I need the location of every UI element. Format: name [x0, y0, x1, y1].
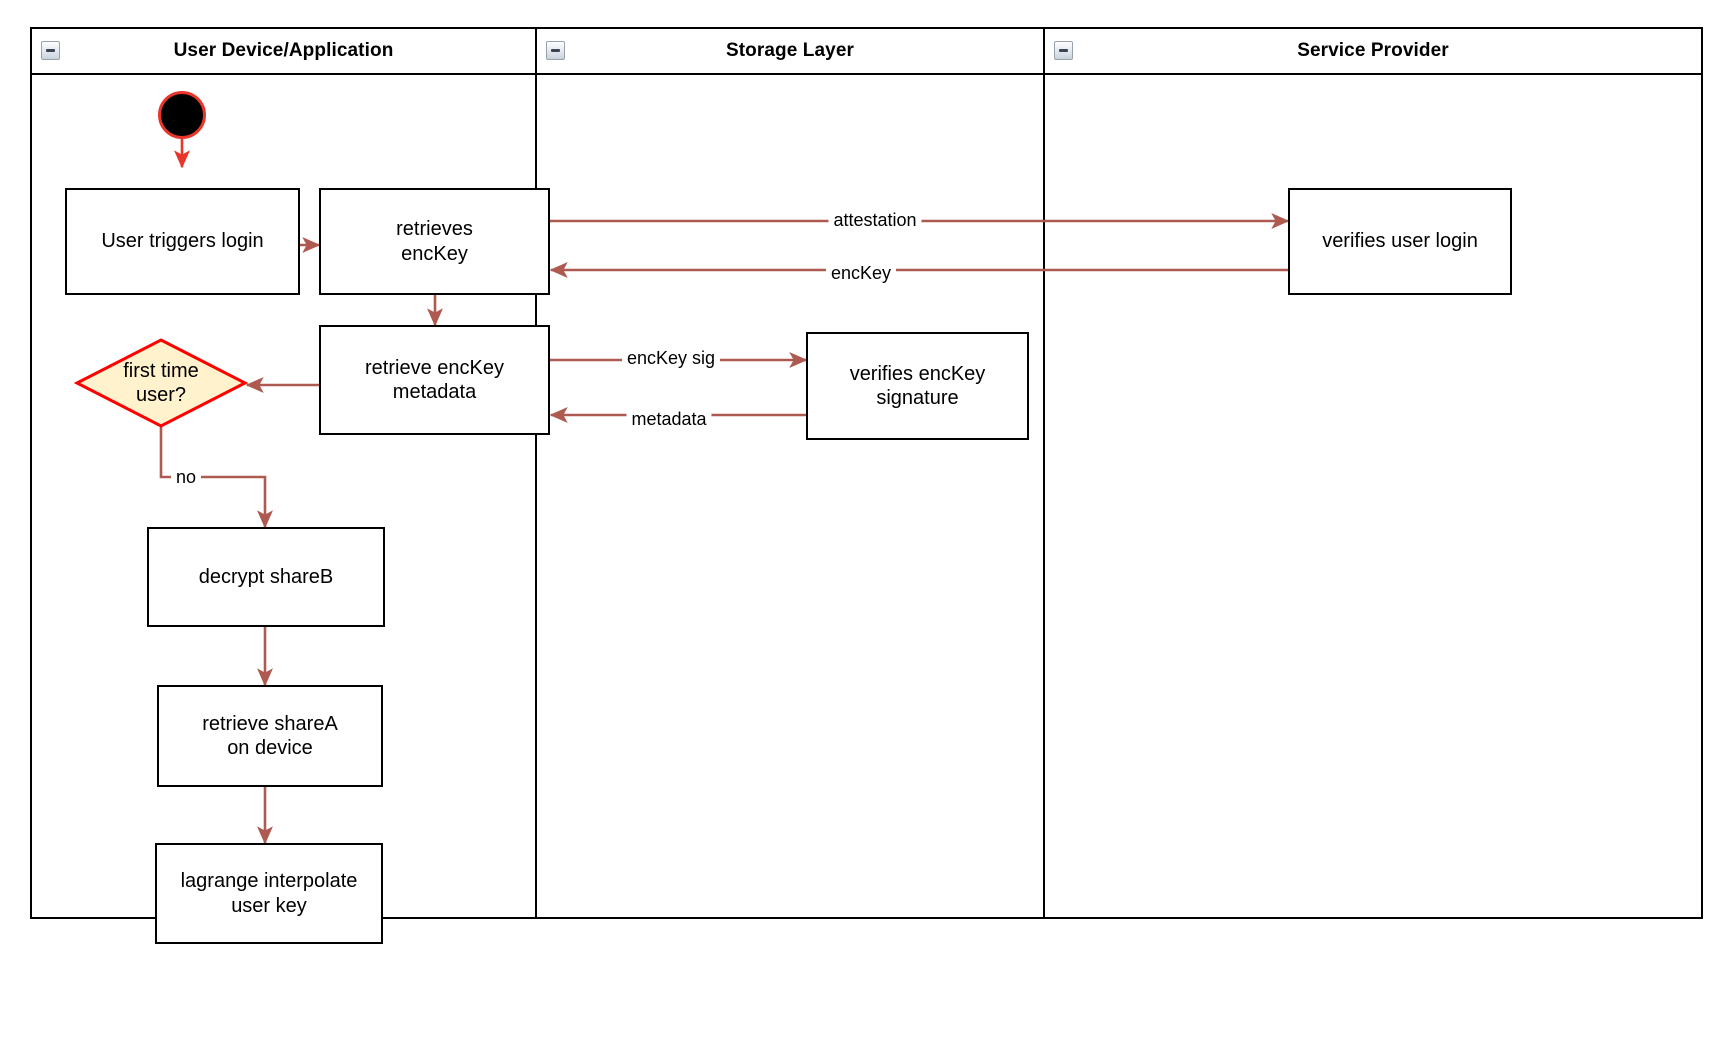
edge-label-enckey-sig: encKey sig	[621, 348, 721, 369]
collapse-minus-icon[interactable]	[546, 41, 565, 60]
lane-divider-2	[1043, 29, 1045, 917]
activity-verifies-user-login[interactable]: verifies user login	[1288, 188, 1512, 295]
edge-label-enckey: encKey	[825, 263, 897, 284]
lane-title-user-device: User Device/Application	[173, 40, 394, 61]
lane-header-storage-layer[interactable]: Storage Layer	[537, 29, 1043, 75]
activity-retrieve-sharea-on-device[interactable]: retrieve shareA on device	[157, 685, 383, 787]
decision-first-time-user[interactable]: first time user?	[73, 338, 249, 428]
lane-title-service-provider: Service Provider	[1297, 40, 1449, 61]
activity-user-triggers-login[interactable]: User triggers login	[65, 188, 300, 295]
activity-lagrange-interpolate-user-key[interactable]: lagrange interpolate user key	[155, 843, 383, 944]
initial-node[interactable]	[158, 91, 206, 139]
activity-verifies-enckey-signature[interactable]: verifies encKey signature	[806, 332, 1029, 440]
minus-glyph	[551, 49, 560, 52]
edge-label-no: no	[170, 467, 202, 488]
minus-glyph	[1059, 49, 1068, 52]
lane-divider-1	[535, 29, 537, 917]
decision-shape	[73, 338, 249, 428]
activity-decrypt-shareb[interactable]: decrypt shareB	[147, 527, 385, 627]
lane-header-service-provider[interactable]: Service Provider	[1045, 29, 1701, 75]
edge-label-attestation: attestation	[828, 210, 922, 231]
collapse-minus-icon[interactable]	[1054, 41, 1073, 60]
edge-label-metadata: metadata	[626, 409, 712, 430]
lane-header-user-device[interactable]: User Device/Application	[32, 29, 535, 75]
decision-label: first time user?	[123, 360, 199, 406]
collapse-minus-icon[interactable]	[41, 41, 60, 60]
minus-glyph	[46, 49, 55, 52]
activity-retrieve-enckey-metadata[interactable]: retrieve encKey metadata	[319, 325, 550, 435]
lane-title-storage-layer: Storage Layer	[725, 40, 855, 61]
activity-retrieves-enckey[interactable]: retrieves encKey	[319, 188, 550, 295]
